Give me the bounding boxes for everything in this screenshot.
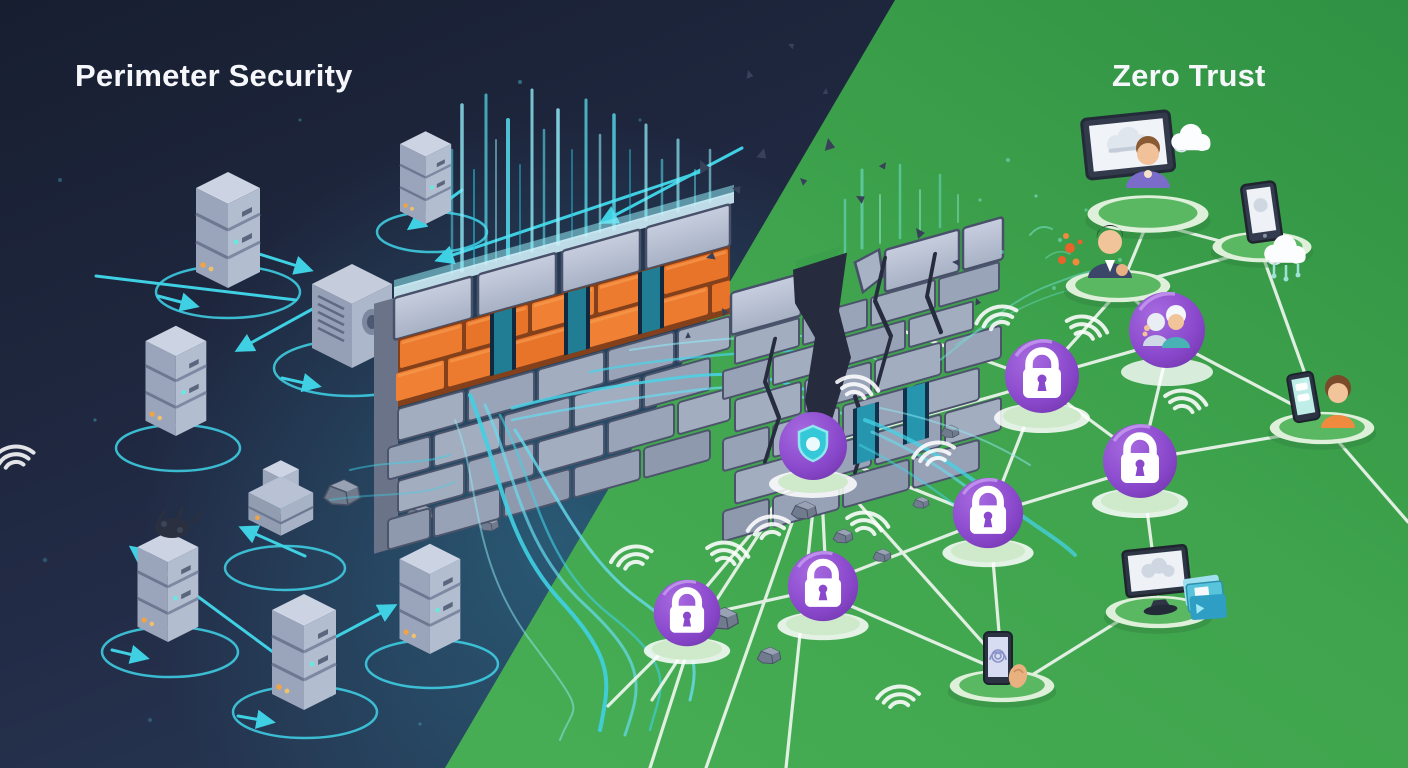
cloud-connector-icon <box>1263 233 1307 282</box>
background-dots <box>42 80 642 726</box>
wall-breach-gap <box>793 252 851 460</box>
light-streaks-green <box>843 163 959 255</box>
server-rack-icon <box>398 542 462 656</box>
tablet-icon <box>1240 180 1284 244</box>
server-rack-icon <box>144 324 208 438</box>
user-icon <box>1137 143 1159 165</box>
tablet-cloud-node <box>1210 180 1314 282</box>
folder-icon <box>1182 574 1227 621</box>
broken-wall-openings <box>853 381 929 465</box>
zero-trust-nodes <box>644 109 1377 708</box>
wall-openings <box>490 265 664 377</box>
monitor-icon <box>1080 109 1177 181</box>
monitor-files-node <box>1103 544 1227 634</box>
phone-user-node <box>1267 370 1377 450</box>
user-icon <box>1321 375 1355 428</box>
fingerprint-phone-node <box>947 631 1057 708</box>
user-group-icon <box>1142 305 1190 348</box>
smartphone-icon <box>983 631 1028 688</box>
workstation-user-node <box>1080 109 1212 240</box>
malware-icon <box>155 518 189 538</box>
businessman-node <box>1058 225 1173 308</box>
malware-server <box>136 506 202 644</box>
perimeter-network <box>94 129 744 740</box>
zero-trust-title: Zero Trust <box>1112 58 1266 93</box>
server-rack-icon <box>194 170 262 290</box>
monitor-icon <box>1121 544 1192 616</box>
user-group-node <box>1121 291 1213 386</box>
fingerprint-icon <box>989 649 1007 663</box>
firewall-wall <box>374 184 734 554</box>
perimeter-security-title: Perimeter Security <box>75 58 353 93</box>
smartphone-icon <box>1286 370 1321 424</box>
user-icon <box>1098 230 1122 254</box>
server-rack-icon <box>398 129 453 226</box>
server-rack-icon <box>270 592 338 712</box>
breach-sparks <box>1058 233 1083 266</box>
thumb-icon <box>1008 664 1028 688</box>
teal-sparkles <box>978 118 1150 302</box>
shield-node <box>769 412 857 498</box>
